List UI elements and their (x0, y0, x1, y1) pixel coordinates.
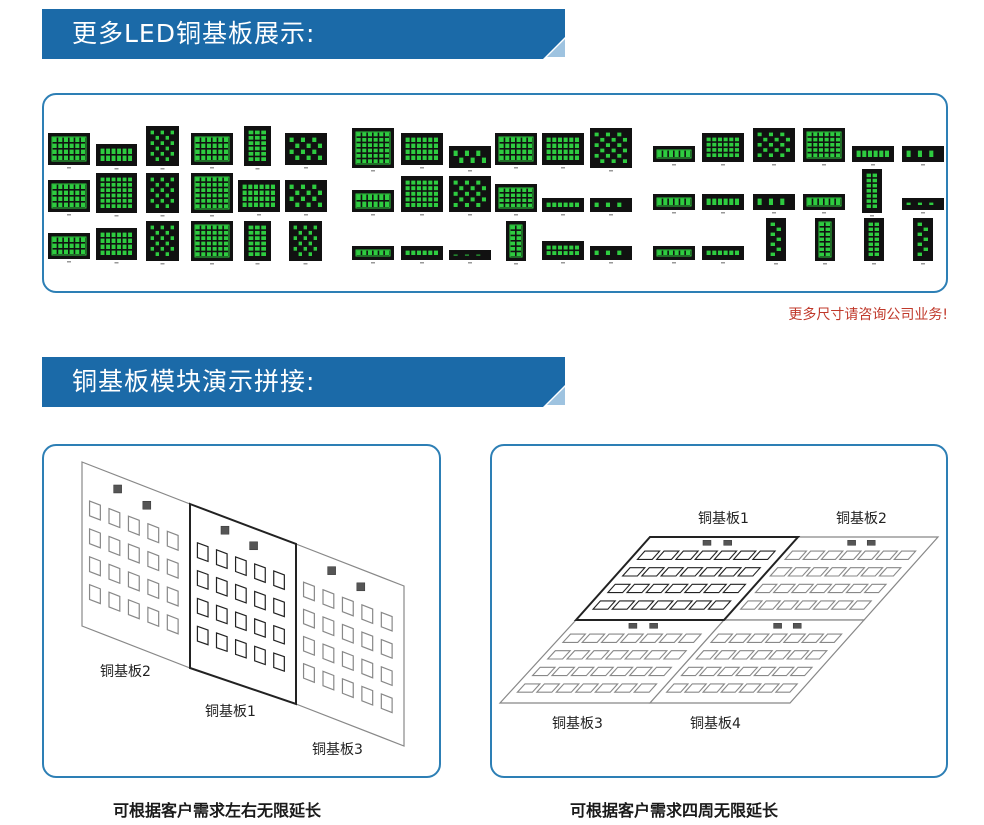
grid-board-4 (648, 619, 866, 704)
splicing-section-banner: 铜基板模块演示拼接: (42, 357, 565, 407)
led-board-thumbnail (285, 133, 327, 169)
led-board-thumbnail (146, 221, 179, 265)
led-board-thumbnail (449, 146, 491, 172)
horizontal-splicing-panel: 铜基板2 铜基板1 铜基板3 (42, 444, 441, 778)
spliced-board-3 (295, 543, 405, 747)
right-label-board1: 铜基板1 (698, 510, 749, 527)
horizontal-splicing-diagram: 铜基板2 铜基板1 铜基板3 (81, 461, 405, 758)
led-board-thumbnail (48, 133, 90, 169)
spliced-board-1 (189, 502, 297, 706)
spliced-board-2 (81, 461, 191, 669)
led-board-thumbnail (902, 198, 944, 214)
led-board-thumbnail (702, 246, 744, 264)
led-board-thumbnail (238, 180, 280, 216)
led-board-thumbnail (653, 194, 695, 214)
led-board-thumbnail (653, 246, 695, 264)
right-label-board2: 铜基板2 (836, 510, 887, 527)
led-board-thumbnail (766, 218, 786, 265)
led-board-thumbnail (702, 194, 744, 214)
banner-corner-fold-icon (543, 385, 565, 407)
led-board-thumbnail (352, 246, 394, 264)
led-board-thumbnail (506, 221, 526, 265)
board-thumbnail-gallery (48, 126, 944, 265)
led-board-thumbnail (48, 233, 90, 263)
led-board-thumbnail (96, 228, 137, 264)
led-board-thumbnail (864, 218, 884, 265)
all-direction-splicing-caption: 可根据客户需求四周无限延长 (570, 801, 779, 820)
led-board-thumbnail (352, 128, 394, 172)
right-label-board3: 铜基板3 (552, 715, 603, 732)
led-board-thumbnail (590, 246, 632, 264)
gallery-section-title: 更多LED铜基板展示: (72, 19, 316, 48)
left-label-board2: 铜基板2 (100, 663, 151, 680)
led-board-thumbnail (852, 146, 894, 166)
led-board-thumbnail (753, 194, 795, 214)
led-board-thumbnail (590, 128, 632, 172)
led-board-thumbnail (289, 221, 322, 265)
led-board-thumbnail (352, 190, 394, 216)
all-direction-splicing-diagram: 铜基板1 铜基板2 铜基板3 铜基板4 (498, 510, 940, 732)
led-board-thumbnail (401, 133, 443, 169)
horizontal-splicing-caption: 可根据客户需求左右无限延长 (113, 801, 322, 820)
led-board-thumbnail (96, 173, 137, 217)
led-board-thumbnail (542, 241, 584, 264)
led-board-thumbnail (753, 128, 795, 166)
banner-corner-fold-icon (543, 37, 565, 59)
led-board-thumbnail (146, 126, 179, 170)
led-board-thumbnail (244, 221, 271, 265)
led-board-thumbnail (542, 133, 584, 169)
grid-board-1 (573, 536, 801, 621)
led-board-thumbnail (449, 250, 491, 264)
led-board-thumbnail (449, 176, 491, 216)
led-board-thumbnail (191, 221, 233, 265)
more-sizes-note: 更多尺寸请咨询公司业务! (788, 307, 948, 323)
led-board-thumbnail (401, 246, 443, 264)
led-board-thumbnail (913, 218, 933, 265)
led-board-thumbnail (702, 133, 744, 166)
led-board-thumbnail (902, 146, 944, 166)
left-label-board1: 铜基板1 (205, 703, 256, 720)
led-board-thumbnail (803, 194, 845, 214)
right-label-board4: 铜基板4 (690, 715, 741, 732)
led-board-thumbnail (495, 133, 537, 169)
led-board-thumbnail (803, 128, 845, 166)
led-board-thumbnail (590, 198, 632, 216)
led-board-thumbnail (244, 126, 271, 170)
led-board-thumbnail (542, 198, 584, 216)
led-board-thumbnail (401, 176, 443, 216)
gallery-section-banner: 更多LED铜基板展示: (42, 9, 565, 59)
left-label-board3: 铜基板3 (312, 741, 363, 758)
led-board-thumbnail (96, 144, 137, 170)
led-board-thumbnail (862, 169, 882, 217)
led-board-thumbnail (653, 146, 695, 166)
led-board-thumbnail (48, 180, 90, 216)
splicing-section-title: 铜基板模块演示拼接: (72, 367, 316, 396)
all-direction-splicing-panel: 铜基板1 铜基板2 铜基板3 铜基板4 (490, 444, 948, 778)
led-board-thumbnail (495, 184, 537, 216)
led-board-thumbnail (146, 173, 179, 217)
led-board-thumbnail (191, 133, 233, 169)
board-gallery-panel (42, 93, 948, 293)
led-board-thumbnail (285, 180, 327, 216)
led-board-thumbnail (191, 173, 233, 217)
led-board-thumbnail (815, 218, 835, 265)
